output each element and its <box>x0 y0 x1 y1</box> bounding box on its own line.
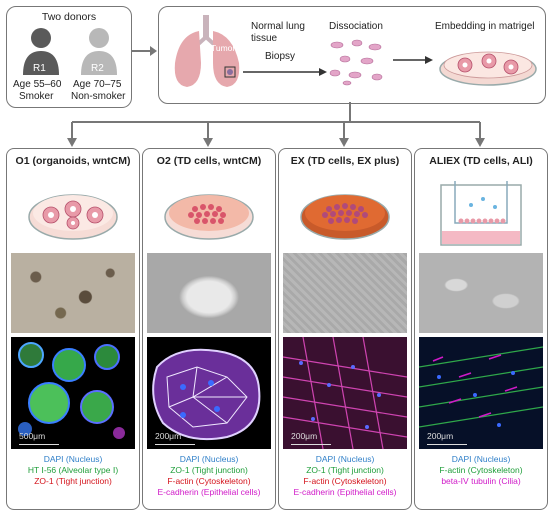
o1-legend-dapi: DAPI (Nucleus) <box>43 454 103 464</box>
panel-ex: EX (TD cells, EX plus) 200μm DAPI (Nucle… <box>278 148 412 510</box>
aliex-legend: DAPI (Nucleus) F-actin (Cytoskeleton) be… <box>415 454 547 487</box>
donor-r1-status: Smoker <box>19 91 54 102</box>
panel-ex-title: EX (TD cells, EX plus) <box>290 155 400 167</box>
o1-legend: DAPI (Nucleus) HT Ⅰ-56 (Alveolar type Ⅰ)… <box>7 454 139 487</box>
arrow-donors-to-workflow <box>132 46 157 56</box>
aliex-transwell-icon <box>440 181 522 246</box>
donor-r1-badge: R1 <box>33 63 46 74</box>
matrigel-dish-icon <box>439 51 537 86</box>
panel-aliex: ALIEX (TD cells, ALI) 200μm DAPI (Nucleu… <box>414 148 548 510</box>
o2-dish-icon <box>164 194 254 240</box>
normal-tissue-label: Normal lung tissue <box>251 21 305 45</box>
o1-scale-bar <box>19 443 59 445</box>
donor-r2-badge: R2 <box>91 63 104 74</box>
donor-r2-age: Age 70–75 <box>73 79 122 90</box>
o1-scale-label: 500μm <box>19 431 46 441</box>
panel-o2: O2 (TD cells, wntCM) 200μm DAPI (Nucleus… <box>142 148 276 510</box>
biopsy-label: Biopsy <box>265 51 296 62</box>
ex-legend: DAPI (Nucleus) ZO-1 (Tight junction) F-a… <box>279 454 411 498</box>
aliex-legend-factin: F-actin (Cytoskeleton) <box>439 465 523 475</box>
dissociation-arrow <box>393 56 433 64</box>
tumor-label: Tumor <box>211 43 236 53</box>
donor-r2-icon <box>81 28 117 75</box>
lungs-icon <box>174 15 240 87</box>
aliex-legend-dapi: DAPI (Nucleus) <box>451 454 511 464</box>
ex-fluorescence-image: 200μm <box>283 337 407 449</box>
ex-scale-label: 200μm <box>291 431 318 441</box>
o1-fluorescence-image: 500μm <box>11 337 135 449</box>
branch-connectors <box>67 102 485 147</box>
donor-r1-age: Age 55–60 <box>13 79 62 90</box>
donor-r1-icon <box>23 28 59 75</box>
biopsy-arrow <box>243 68 327 76</box>
ex-legend-zo1: ZO-1 (Tight junction) <box>306 465 384 475</box>
embedding-label: Embedding in matrigel <box>435 21 535 32</box>
o2-scale-bar <box>155 443 195 445</box>
panel-o1-title: O1 (organoids, wntCM) <box>15 155 131 167</box>
aliex-brightfield-image <box>419 253 543 333</box>
o2-legend-zo1: ZO-1 (Tight junction) <box>170 465 248 475</box>
o2-scale-label: 200μm <box>155 431 182 441</box>
ex-brightfield-image <box>283 253 407 333</box>
o2-legend-dapi: DAPI (Nucleus) <box>179 454 239 464</box>
normal-tissue-line1: Normal lung <box>251 21 305 32</box>
dissociation-label: Dissociation <box>329 21 383 32</box>
normal-tissue-line2: tissue <box>251 33 278 44</box>
aliex-legend-betaiv: beta-IV tubulin (Cilia) <box>441 476 521 486</box>
o1-brightfield-image <box>11 253 135 333</box>
panel-o2-title: O2 (TD cells, wntCM) <box>156 155 262 167</box>
o1-legend-ht156: HT Ⅰ-56 (Alveolar type Ⅰ) <box>27 465 119 475</box>
o2-legend: DAPI (Nucleus) ZO-1 (Tight junction) F-a… <box>143 454 275 498</box>
o2-brightfield-image <box>147 253 271 333</box>
ex-legend-factin: F-actin (Cytoskeleton) <box>303 476 387 486</box>
dissociated-cells-icon <box>329 39 383 86</box>
aliex-fluorescence-image: 200μm <box>419 337 543 449</box>
ex-dish-icon <box>300 194 390 240</box>
ex-legend-dapi: DAPI (Nucleus) <box>315 454 375 464</box>
donors-title: Two donors <box>41 11 97 23</box>
ex-legend-ecadherin: E-cadherin (Epithelial cells) <box>293 487 397 497</box>
aliex-scale-bar <box>427 443 467 445</box>
ex-scale-bar <box>291 443 331 445</box>
o1-legend-zo1: ZO-1 (Tight junction) <box>34 476 112 486</box>
panel-o1: O1 (organoids, wntCM) 500μm DAPI (Nucleu… <box>6 148 140 510</box>
o2-fluorescence-image: 200μm <box>147 337 271 449</box>
panel-aliex-title: ALIEX (TD cells, ALI) <box>429 155 533 167</box>
donor-r2-status: Non-smoker <box>71 91 126 102</box>
workflow-box: Tumor Normal lung tissue Biopsy Dissocia… <box>158 6 546 104</box>
aliex-scale-label: 200μm <box>427 431 454 441</box>
o1-dish-icon <box>28 194 118 240</box>
o2-legend-ecadherin: E-cadherin (Epithelial cells) <box>157 487 261 497</box>
donors-box: Two donors R1 R2 Age 55–60 Smoker Age 70… <box>6 6 132 108</box>
o2-legend-factin: F-actin (Cytoskeleton) <box>167 476 251 486</box>
